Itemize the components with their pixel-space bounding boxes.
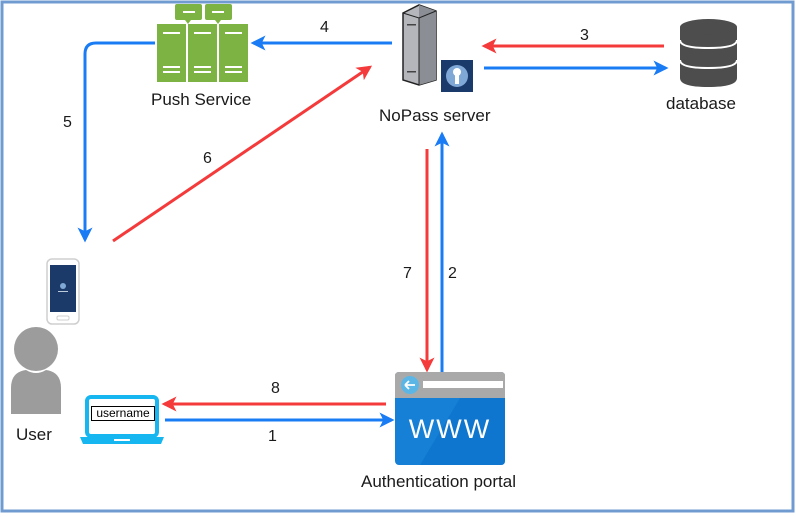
push-service-label: Push Service [151, 90, 252, 109]
authentication-portal-label: Authentication portal [361, 472, 516, 491]
step-6-label: 6 [203, 150, 212, 167]
username-field: username [91, 406, 155, 421]
step-1-label: 1 [268, 428, 277, 445]
database-label: database [666, 94, 736, 113]
server-rack-icon [157, 4, 248, 82]
database-icon [679, 19, 738, 87]
nopass-server-label: NoPass server [379, 106, 491, 125]
smartphone-icon [46, 258, 80, 325]
step-3-label: 3 [580, 27, 589, 44]
edge-6 [112, 65, 373, 243]
step-5-label: 5 [63, 114, 72, 131]
step-2-label: 2 [448, 265, 457, 282]
user-label: User [16, 425, 52, 444]
step-7-label: 7 [403, 265, 412, 282]
step-4-label: 4 [320, 19, 329, 36]
server-key-icon [402, 4, 473, 92]
user-icon [11, 327, 61, 414]
edge-5 [77, 41, 155, 243]
step-8-label: 8 [271, 380, 280, 397]
www-browser-icon [395, 372, 505, 465]
portal-www-text: WWW [408, 414, 492, 444]
